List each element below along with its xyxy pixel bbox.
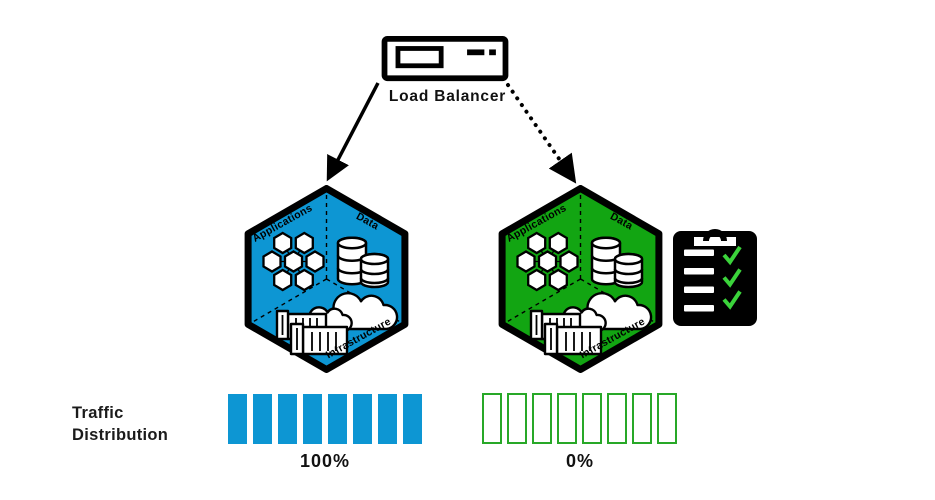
blue-traffic-bars [228,394,422,444]
traffic-bar-segment [303,394,322,444]
traffic-bar-segment [507,393,527,444]
traffic-bar-segment [557,393,577,444]
traffic-bar-segment [582,393,602,444]
traffic-bar-segment [253,394,272,444]
clipboard-clip-ring [703,229,727,242]
traffic-label-line2: Distribution [72,426,169,444]
traffic-bar-segment [228,394,247,444]
traffic-bar-segment [403,394,422,444]
traffic-bar-segment [328,394,347,444]
lb-slot [395,46,444,69]
lb-led-dot [489,49,496,56]
traffic-bar-segment [632,393,652,444]
traffic-bar-segment [278,394,297,444]
checkmark-icons [722,245,742,310]
green-traffic-bars [482,393,677,444]
lb-led-bar [467,49,485,56]
traffic-bar-segment [482,393,502,444]
green-traffic-percent: 0% [565,451,594,471]
traffic-bar-segment [657,393,677,444]
checklist-lines [684,249,714,312]
load-balancer-icon [381,36,509,82]
environment-pod-icon [248,189,405,370]
traffic-bar-segment [353,394,372,444]
blue-environment-hexagon: Applications Data Infrastructure [244,185,409,373]
environment-pod-icon [502,189,659,370]
traffic-label-line1: Traffic [72,404,124,422]
load-balancer-label: Load Balancer [388,88,507,105]
traffic-bar-segment [607,393,627,444]
green-environment-hexagon: Applications Data Infrastructure [498,185,663,373]
traffic-bar-segment [378,394,397,444]
clipboard-clip [694,237,736,246]
traffic-bar-segment [532,393,552,444]
traffic-distribution-label: Traffic Distribution [72,402,168,446]
blue-traffic-percent: 100% [299,451,351,471]
checklist-clipboard-icon [673,229,757,326]
